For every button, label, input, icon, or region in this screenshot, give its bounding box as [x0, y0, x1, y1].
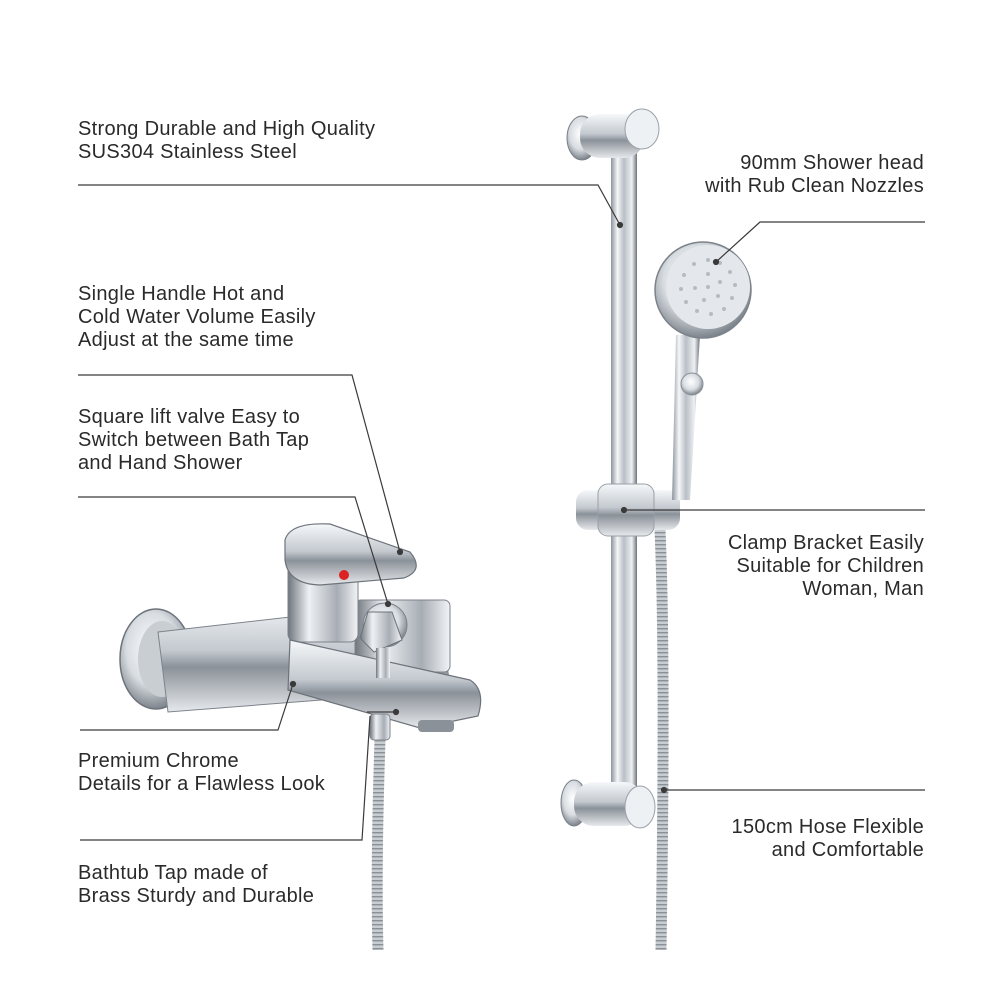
callout-line: Premium Chrome	[78, 750, 239, 772]
callout-line: Brass Sturdy and Durable	[78, 885, 315, 907]
callout-line: Suitable for Children	[736, 555, 924, 577]
callout-line: Switch between Bath Tap	[78, 429, 310, 451]
callout-shower-head: 90mm Shower head with Rub Clean Nozzles	[705, 152, 924, 198]
callout-line: Details for a Flawless Look	[78, 773, 326, 795]
callout-line: 150cm Hose Flexible	[731, 816, 924, 838]
tap-hose	[371, 739, 386, 951]
callout-line: SUS304 Stainless Steel	[78, 141, 297, 163]
callout-valve: Square lift valve Easy to Switch between…	[78, 406, 309, 475]
hand-shower	[654, 241, 752, 500]
callout-line: Woman, Man	[802, 578, 924, 600]
callout-steel: Strong Durable and High Quality SUS304 S…	[78, 118, 375, 164]
callout-line: with Rub Clean Nozzles	[705, 175, 924, 197]
callout-handle: Single Handle Hot and Cold Water Volume …	[78, 283, 316, 352]
callout-clamp: Clamp Bracket Easily Suitable for Childr…	[728, 532, 924, 601]
callout-line: Strong Durable and High Quality	[78, 118, 376, 140]
callout-line: and Hand Shower	[78, 452, 243, 474]
callout-line: Clamp Bracket Easily	[727, 532, 924, 554]
shower-hose	[654, 529, 669, 951]
callout-line: Cold Water Volume Easily	[78, 306, 316, 328]
callout-line: and Comfortable	[771, 839, 924, 861]
callout-line: Square lift valve Easy to	[78, 406, 301, 428]
callout-hose: 150cm Hose Flexible and Comfortable	[732, 816, 924, 862]
callout-line: 90mm Shower head	[740, 152, 924, 174]
callout-leaders	[78, 184, 925, 841]
callout-line: Adjust at the same time	[78, 329, 294, 351]
callout-line: Bathtub Tap made of	[78, 862, 268, 884]
callout-line: Single Handle Hot and	[78, 283, 285, 305]
bath-tap	[119, 523, 482, 741]
callout-brass: Bathtub Tap made of Brass Sturdy and Dur…	[78, 862, 314, 908]
slide-bar	[560, 108, 680, 829]
callout-chrome: Premium Chrome Details for a Flawless Lo…	[78, 750, 325, 796]
